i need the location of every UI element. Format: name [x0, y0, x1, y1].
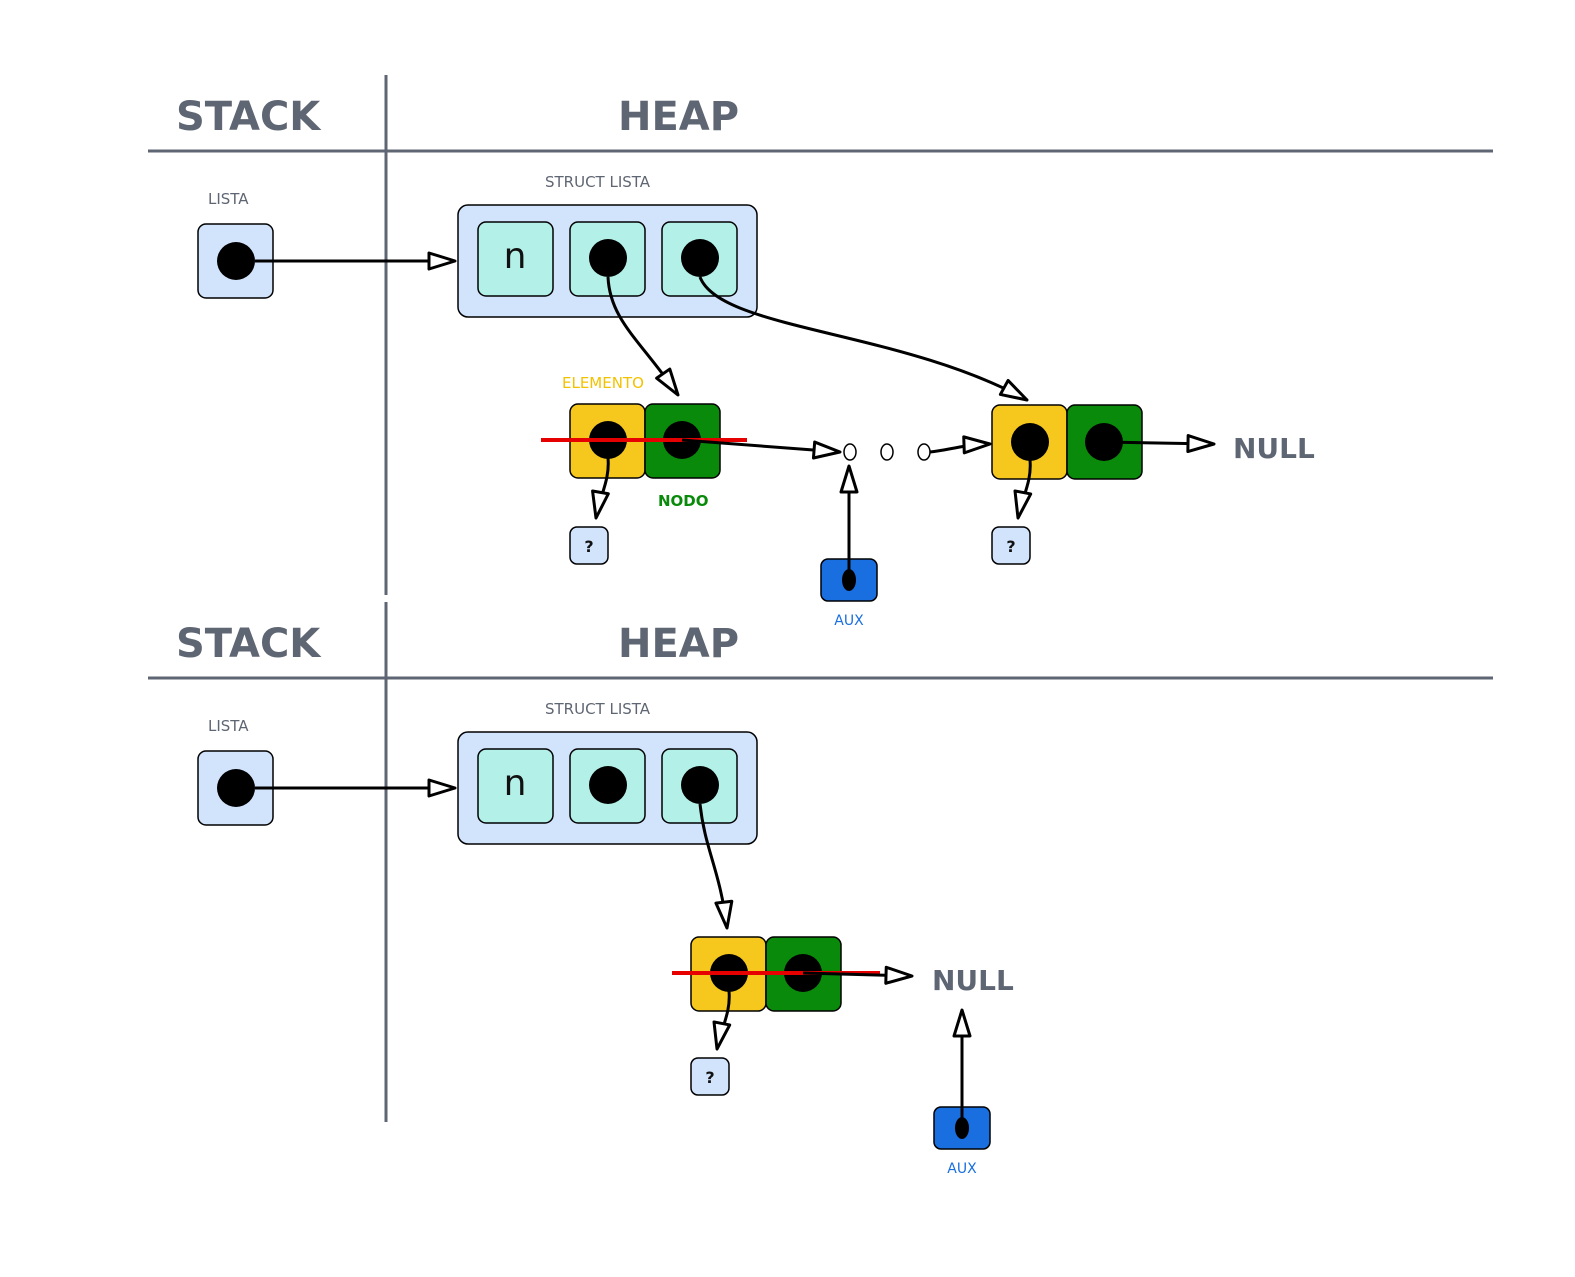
- last-pointer: [681, 239, 719, 277]
- last-to-node-arrow: [698, 803, 734, 930]
- node-elemento-arrow: [712, 990, 732, 1051]
- n-field: n: [504, 236, 527, 277]
- unknown-box: [569, 526, 609, 565]
- node1-next-arrow: [681, 438, 842, 460]
- nodo-label: NODO: [658, 492, 709, 510]
- panel-2: STACK HEAP LISTA STRUCT LISTA n NULL ? A…: [148, 602, 1493, 1177]
- unknown-value: ?: [1006, 537, 1015, 556]
- last-to-node-arrow: [698, 276, 1029, 402]
- lista-pointer: [217, 242, 255, 280]
- stack-title: STACK: [176, 621, 322, 667]
- unknown-value: ?: [584, 537, 593, 556]
- unknown-value: ?: [705, 1068, 714, 1087]
- unknown-box: [991, 526, 1031, 565]
- n-field: n: [504, 763, 527, 804]
- ellipsis-node: [917, 443, 931, 461]
- struct-n-cell: [477, 221, 554, 297]
- unknown-box: [690, 1057, 730, 1096]
- lista-label: LISTA: [208, 717, 249, 735]
- lista-pointer: [217, 769, 255, 807]
- ellipsis-node: [880, 443, 894, 461]
- elemento-label: ELEMENTO: [562, 374, 644, 392]
- struct-n-cell: [477, 748, 554, 824]
- last-node-null-arrow: [1103, 434, 1216, 454]
- last-node-elemento-pointer: [1011, 423, 1049, 461]
- aux-label: AUX: [834, 613, 864, 629]
- lista-label: LISTA: [208, 190, 249, 208]
- node-null-arrow: [802, 965, 914, 985]
- struct-label: STRUCT LISTA: [545, 173, 651, 191]
- last-node-elemento-arrow: [1013, 459, 1033, 520]
- panel-1: STACK HEAP LISTA STRUCT LISTA n ELEMENTO…: [148, 75, 1493, 629]
- ellipsis-to-last-arrow: [929, 435, 992, 455]
- stack-title: STACK: [176, 94, 322, 140]
- null-label: NULL: [932, 964, 1014, 997]
- aux-label: AUX: [947, 1161, 977, 1177]
- heap-title: HEAP: [618, 621, 739, 667]
- node1-elemento-arrow: [591, 457, 610, 520]
- first-pointer: [589, 239, 627, 277]
- last-pointer: [681, 766, 719, 804]
- null-label: NULL: [1233, 432, 1315, 465]
- struct-label: STRUCT LISTA: [545, 700, 651, 718]
- first-pointer: [589, 766, 627, 804]
- first-to-node-arrow: [606, 276, 680, 397]
- heap-title: HEAP: [618, 94, 739, 140]
- ellipsis-node: [843, 443, 857, 461]
